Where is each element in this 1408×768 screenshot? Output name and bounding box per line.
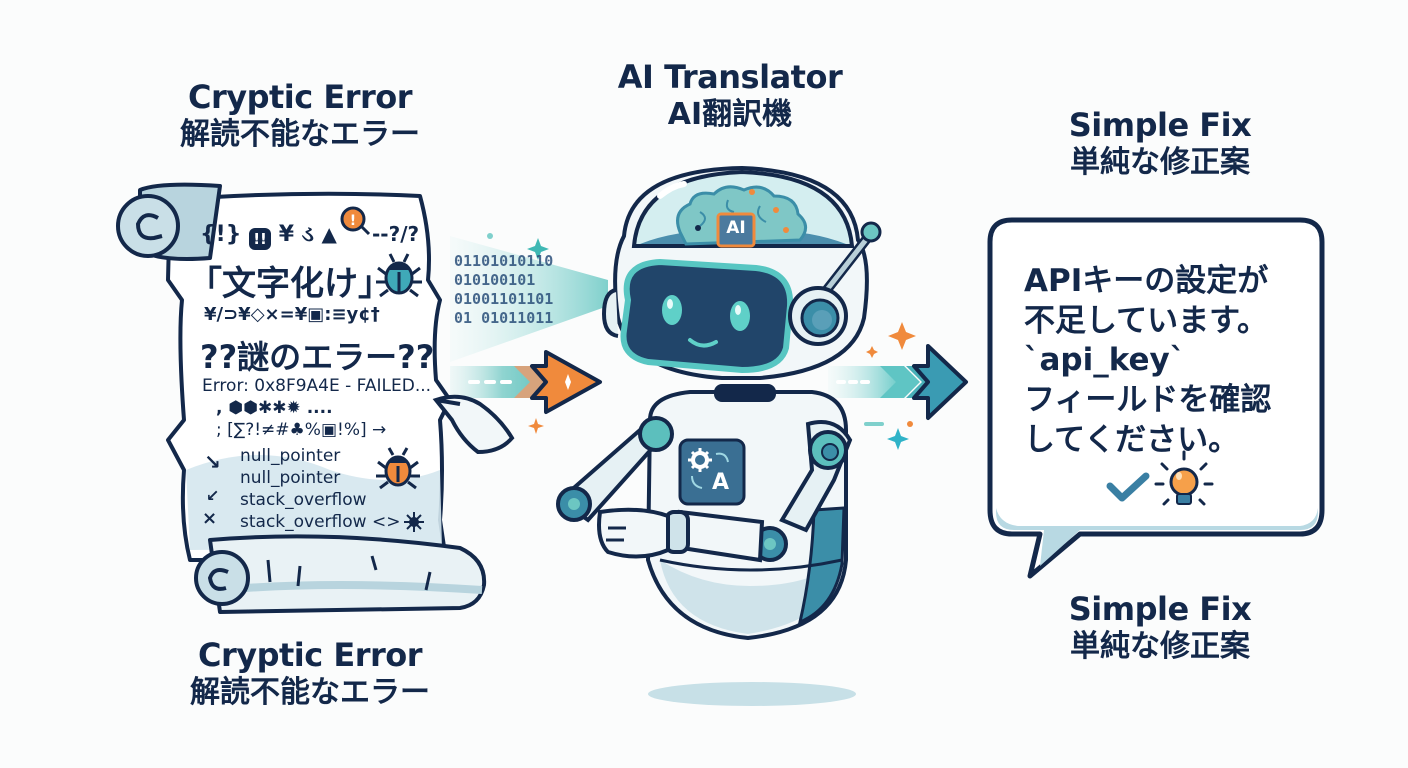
svg-text:!: ! [350,213,356,229]
checkmark-icon [1106,472,1150,502]
cryptic-error-bottom-title-en: Cryptic Error [197,636,423,674]
fix-message-line-2: 不足しています。 [1024,302,1268,339]
spark-bug-icon [404,512,424,532]
cryptic-error-bottom-title: Cryptic Error 解読不能なエラー [160,636,460,712]
left-mark-2: ↙ [206,486,220,505]
fix-message-line-1: APIキーの設定が [1024,263,1269,299]
dots-symbols-row: , ⬢⬢✱✱✹ .... [216,398,333,418]
lightbulb-icon [1154,450,1214,506]
fix-message-line-3: `api_key` [1024,342,1186,379]
cryptic-error-title-en: Cryptic Error [187,78,413,116]
symbols-yen: ¥ [278,222,295,247]
bracket-symbols-row: ; [∑?!≠#♣%▣!%] → [216,420,387,440]
scroll-symbols-row: {!} !! ¥ ડ ▲ [200,222,337,250]
squiggle-icon: ડ [301,222,314,247]
left-mark-3: × [202,508,218,529]
cryptic-error-title: Cryptic Error 解読不能なエラー [140,78,460,154]
translate-badge-label: A [712,470,730,495]
error-code-text: Error: 0x8F9A4E - FAILED... [202,376,432,396]
simple-fix-bottom-title-ja: 単純な修正案 [1070,629,1250,665]
null-pointer-line-1: null_pointer [240,446,341,466]
simple-fix-bottom-title-en: Simple Fix [1068,590,1252,628]
binary-line-4: 01 01011011 [454,309,554,327]
teal-bug-icon [376,253,422,298]
orange-bug-icon [376,447,420,490]
stack-overflow-line-2: stack_overflow <> [240,512,401,532]
ai-translator-title-ja: AI翻訳機 [667,97,793,133]
symbols-braces: {!} [200,222,242,247]
left-mark-1: ↘ [204,450,221,474]
null-pointer-line-2: null_pointer [240,468,341,488]
scroll-symbols-tail: --?/? [372,222,420,246]
mojibake-text: 「文字化け」 [188,264,392,304]
orange-search-alert-icon: ! [340,206,371,236]
simple-fix-bottom-title: Simple Fix 単純な修正案 [1030,590,1290,666]
fix-message-line-5: してください。 [1024,421,1240,458]
cryptic-error-title-ja: 解読不能なエラー [180,117,420,153]
fix-message: APIキーの設定が 不足しています。 `api_key` フィールドを確認 して… [1024,262,1271,460]
binary-line-1: 01101010110 [454,252,554,270]
ai-chip-label: AI [726,218,746,238]
ai-translator-title-en: AI Translator [617,58,843,96]
stack-overflow-line-1: stack_overflow [240,490,367,510]
simple-fix-title: Simple Fix 単純な修正案 [1030,106,1290,182]
binary-line-3: 01001101101 [454,290,554,308]
ai-translator-title: AI Translator AI翻訳機 [600,58,860,134]
simple-fix-title-en: Simple Fix [1068,106,1252,144]
cryptic-error-bottom-title-ja: 解読不能なエラー [190,675,430,711]
simple-fix-title-ja: 単純な修正案 [1070,145,1250,181]
fix-message-line-4: フィールドを確認 [1024,382,1272,419]
warning-triangle-icon: ▲ [321,222,337,246]
gear-icon [688,448,712,472]
binary-line-2: 010100101 [454,271,536,289]
binary-stream: 01101010110 010100101 01001101101 01 010… [454,252,553,328]
alert-octagon-icon: !! [249,228,272,250]
garbled-symbols-row: ¥/⊃¥◇×=¥▣:≡y¢† [204,304,380,325]
mystery-error-text: ??謎のエラー?? [200,338,435,376]
